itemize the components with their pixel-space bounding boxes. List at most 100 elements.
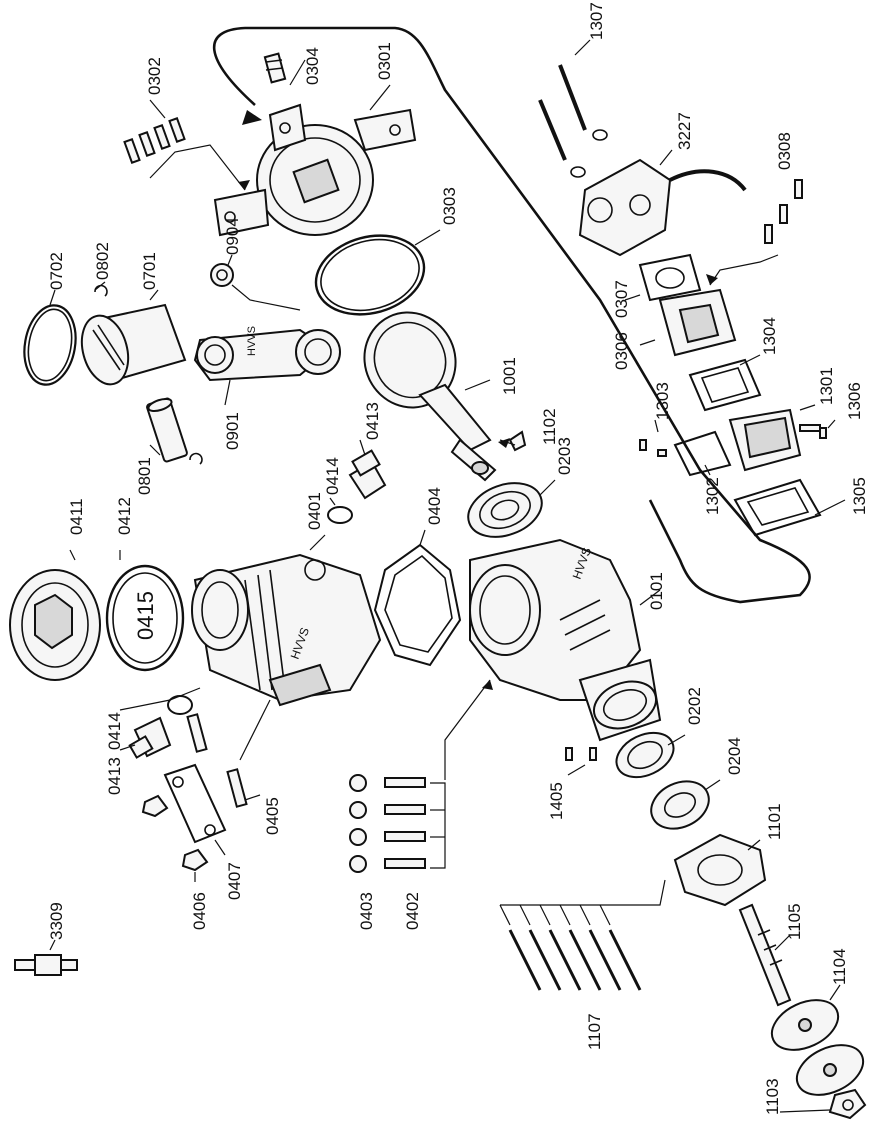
label-0402: 0402 <box>403 892 422 930</box>
bearing-0202 <box>615 731 675 779</box>
label-0702: 0702 <box>47 252 66 290</box>
part-labels: 0101 0202 0203 0204 0301 0302 0303 0304 … <box>47 2 869 1115</box>
carburetor-3227 <box>578 158 747 257</box>
label-0306: 0306 <box>612 332 631 370</box>
label-0904: 0904 <box>223 217 242 255</box>
label-0411: 0411 <box>67 498 86 535</box>
label-0403: 0403 <box>357 892 376 930</box>
label-1102: 1102 <box>540 408 559 445</box>
nuts-0403 <box>349 774 367 873</box>
label-1103: 1103 <box>763 1078 782 1115</box>
circlip-0802 <box>94 284 108 297</box>
label-0301: 0301 <box>375 42 394 80</box>
glow-plug-3309 <box>14 954 78 976</box>
bearing-0904 <box>210 263 234 287</box>
prop-hub-1101 <box>673 833 767 907</box>
screws-1303 <box>639 439 667 457</box>
nut-1103 <box>828 1088 867 1120</box>
label-1306: 1306 <box>845 382 864 420</box>
prop-washer-1104 <box>770 999 865 1096</box>
label-1105: 1105 <box>785 903 804 940</box>
gasket-0307 <box>638 253 702 302</box>
gasket-1304 <box>688 358 762 412</box>
label-1304: 1304 <box>760 317 779 355</box>
intake-block-0306 <box>658 288 737 357</box>
piston-ring-0702 <box>23 304 77 386</box>
label-0414-top: 0414 <box>323 457 342 495</box>
label-0405: 0405 <box>263 797 282 835</box>
label-1001: 1001 <box>500 357 519 395</box>
head-cover-0411 <box>9 569 101 681</box>
label-1101: 1101 <box>765 803 784 840</box>
label-0802: 0802 <box>93 242 112 280</box>
stud-0405-a <box>186 713 208 753</box>
threaded-shaft-1105 <box>738 903 792 1007</box>
label-1301: 1301 <box>817 367 836 405</box>
screws-0308 <box>764 179 803 244</box>
crankshaft-1001 <box>363 311 497 482</box>
connecting-rod-0901: HVVS <box>193 326 341 382</box>
gasket-1305 <box>733 478 822 537</box>
label-0303: 0303 <box>440 187 459 225</box>
flow-arrowhead <box>242 110 262 125</box>
label-0413-top: 0413 <box>363 402 382 440</box>
label-0414-bottom: 0414 <box>105 712 124 750</box>
washer-0414-bottom <box>167 695 193 715</box>
label-0202: 0202 <box>685 687 704 725</box>
bearing-0203 <box>467 482 543 538</box>
label-0307: 0307 <box>612 280 631 318</box>
fitting-0413-bottom <box>128 716 172 759</box>
assembly-flow-arrow <box>213 26 811 604</box>
label-0413-bottom: 0413 <box>105 757 124 795</box>
label-0407: 0407 <box>225 862 244 900</box>
label-1305: 1305 <box>850 477 869 515</box>
label-0701: 0701 <box>140 252 159 290</box>
label-0203: 0203 <box>555 437 574 475</box>
label-0406: 0406 <box>190 892 209 930</box>
label-0101: 0101 <box>647 572 666 610</box>
label-3309: 3309 <box>47 902 66 940</box>
gasket-0404 <box>373 543 462 667</box>
label-0304: 0304 <box>303 47 322 85</box>
label-1405: 1405 <box>547 782 566 820</box>
label-1307: 1307 <box>587 2 606 40</box>
label-0204: 0204 <box>725 737 744 775</box>
studs-0402 <box>384 777 426 869</box>
label-1303: 1303 <box>653 382 672 420</box>
nuts-0406 <box>141 794 209 872</box>
label-1107: 1107 <box>585 1013 604 1050</box>
screw-0304 <box>263 52 287 84</box>
gasket-0407 <box>163 763 227 844</box>
screws-0302 <box>123 117 186 164</box>
back-plate-0301 <box>213 103 417 237</box>
label-0801: 0801 <box>135 457 154 495</box>
fitting-0413-top <box>348 449 387 500</box>
label-1302: 1302 <box>703 477 722 515</box>
label-0901: 0901 <box>223 412 242 450</box>
crankcase-0101: HVVS <box>469 538 662 742</box>
screws-1405 <box>565 747 597 761</box>
label-0308: 0308 <box>775 132 794 170</box>
bolts-1107 <box>508 929 642 991</box>
label-0404: 0404 <box>425 487 444 525</box>
bolts-1307 <box>538 64 608 178</box>
cylinder-0401: HVVS <box>191 553 382 707</box>
circlip-0802b <box>189 452 203 465</box>
label-0412: 0412 <box>115 497 134 535</box>
o-ring-0303 <box>314 234 426 316</box>
piston-pin-0801 <box>146 397 188 463</box>
stud-0405-b <box>226 768 248 808</box>
key-1102 <box>508 430 527 452</box>
label-3227: 3227 <box>675 112 694 150</box>
label-0401: 0401 <box>305 492 324 530</box>
screws-1306 <box>799 424 827 439</box>
part-0415-label: 0415 <box>133 591 158 640</box>
label-0302: 0302 <box>145 57 164 95</box>
label-1104: 1104 <box>830 948 849 985</box>
washer-0414-top <box>327 506 353 524</box>
piston-0701 <box>80 303 187 386</box>
rod-brand-logo: HVVS <box>246 326 258 356</box>
reed-plate-1302 <box>673 430 732 477</box>
o-ring-0412 <box>105 564 185 672</box>
